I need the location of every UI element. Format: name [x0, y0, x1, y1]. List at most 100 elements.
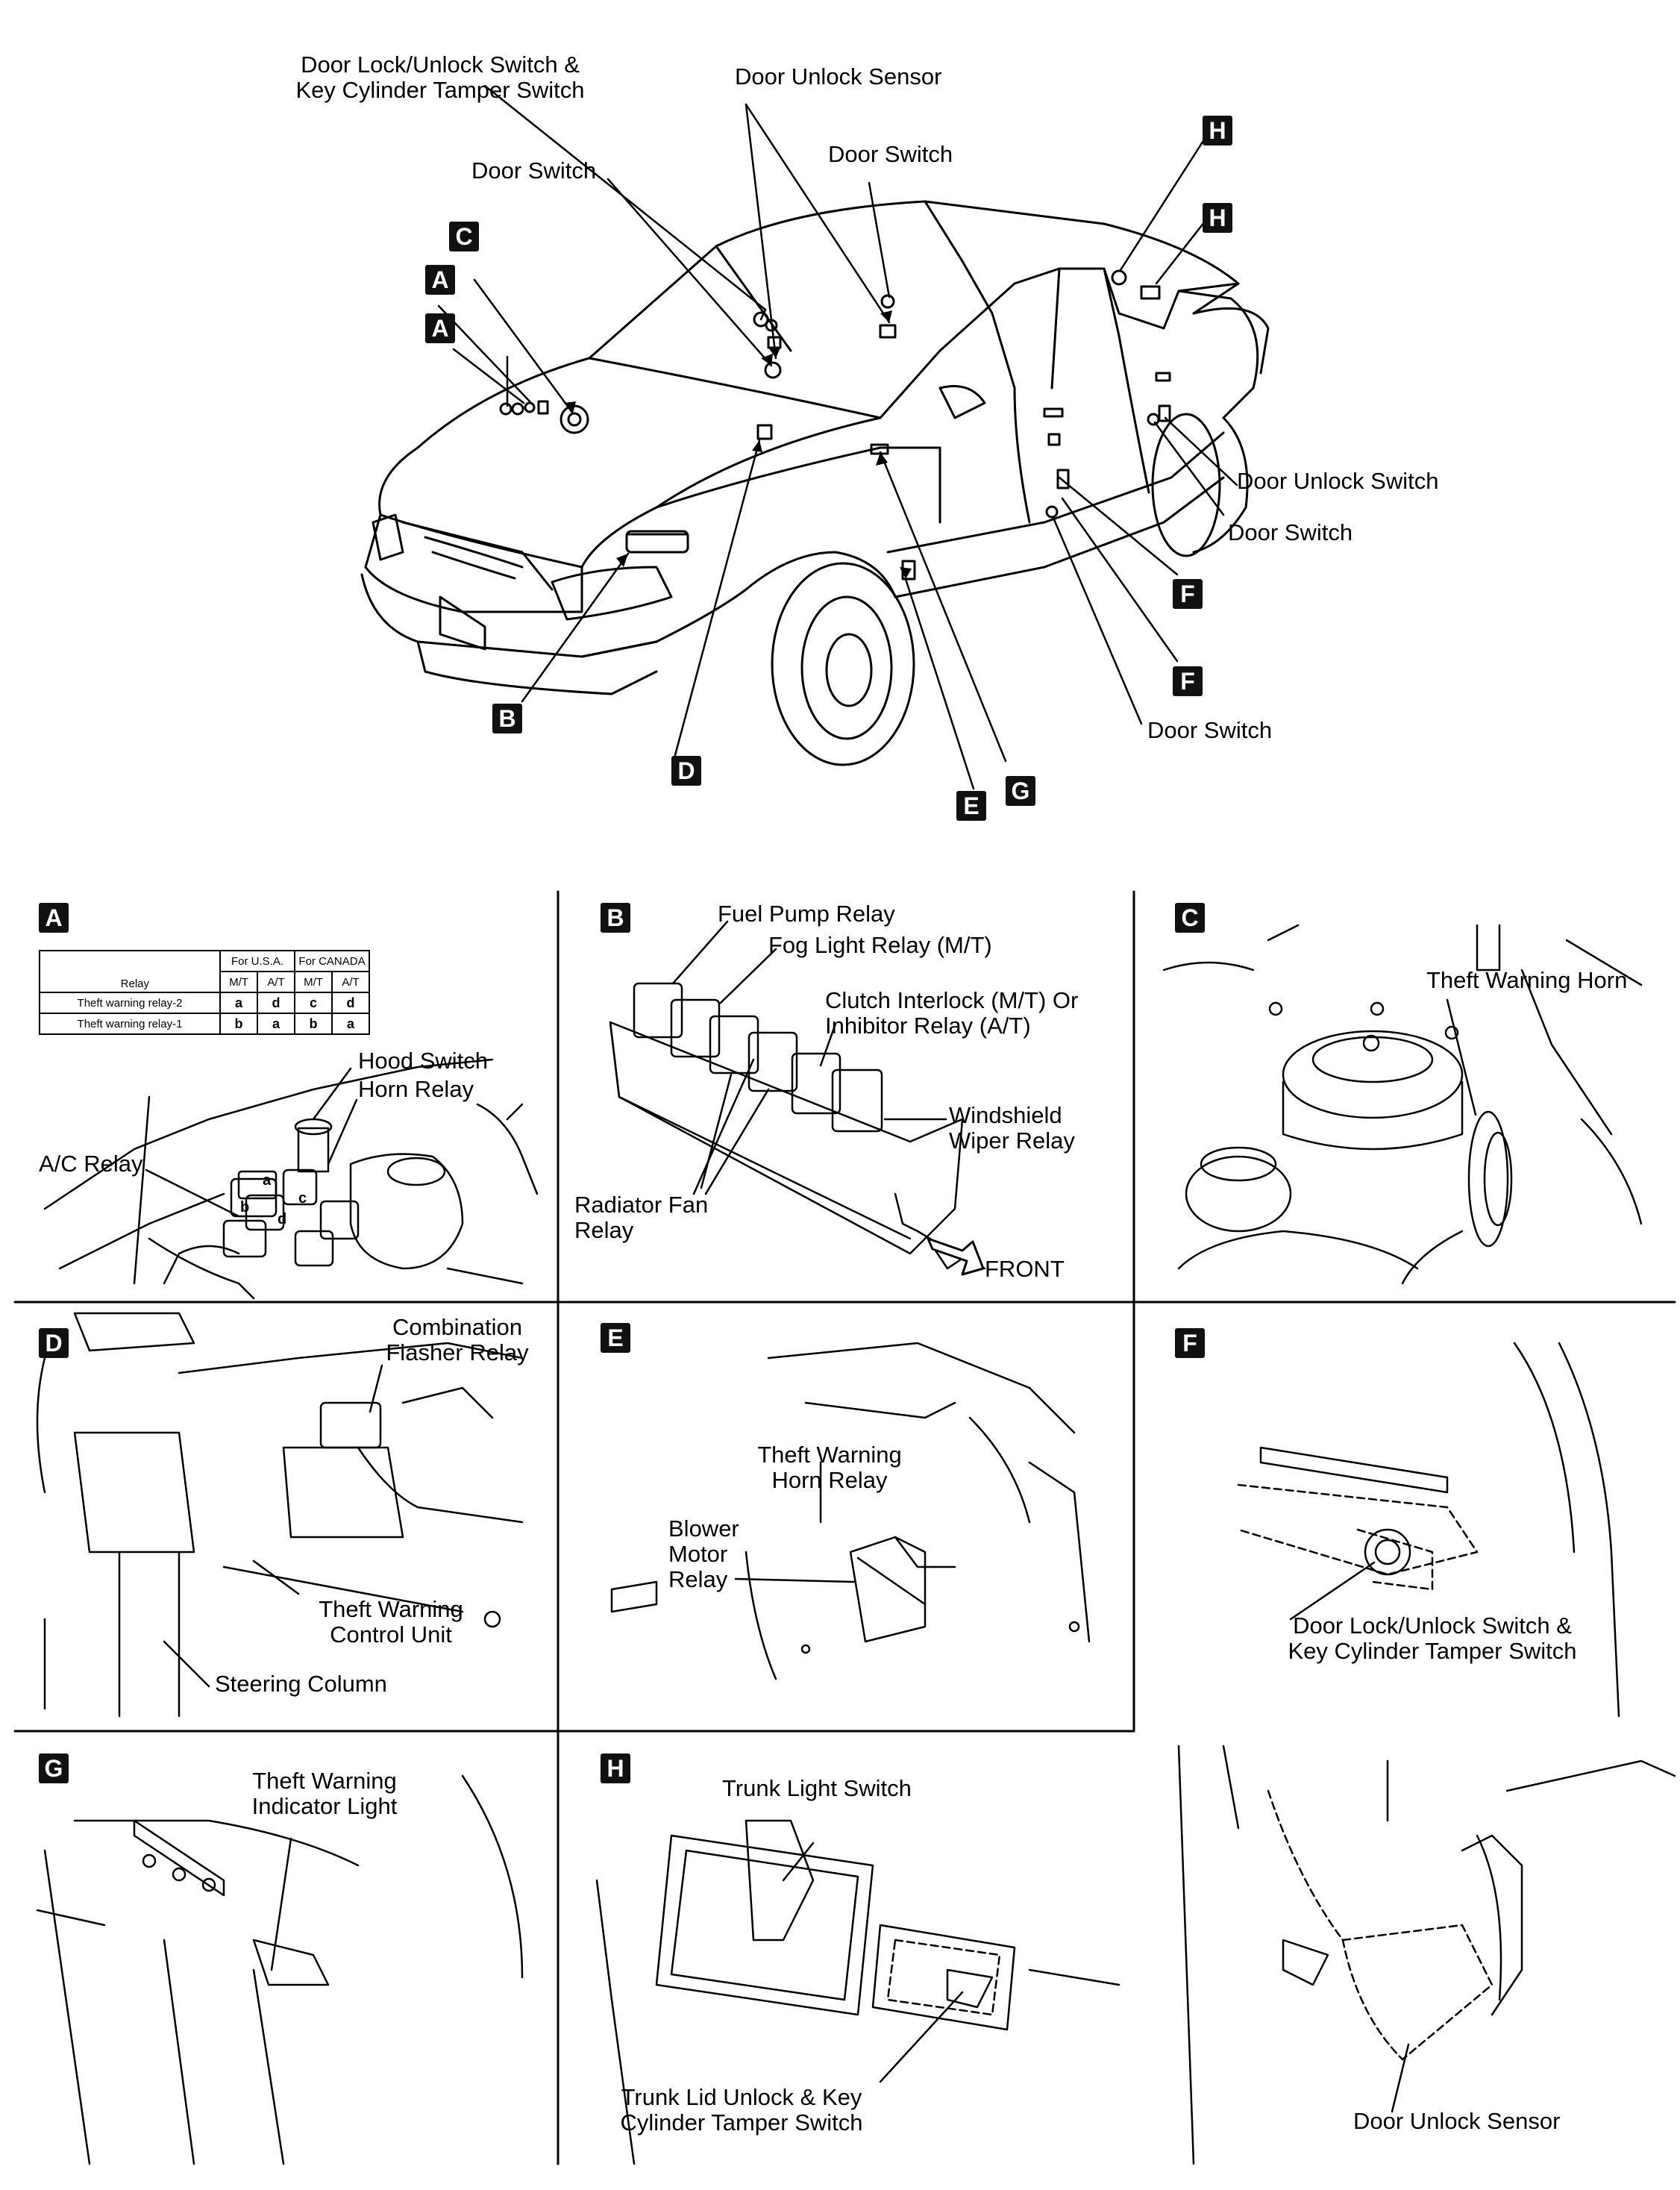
panel-e-leaders [734, 1557, 927, 1606]
label-trunk-lid-unlock: Trunk Lid Unlock & Key Cylinder Tamper S… [607, 2085, 876, 2136]
label-line: Horn Relay [771, 1467, 888, 1493]
sub-header: A/T [331, 971, 370, 993]
car-arrowheads [564, 310, 912, 579]
label-line: Theft Warning [319, 1596, 463, 1622]
label-theft-warning-indicator-light: Theft Warning Indicator Light [239, 1768, 410, 1819]
badge-h-top-2: H [1203, 203, 1232, 233]
table-cell: a [257, 1013, 295, 1035]
relay-header-label: Relay [120, 977, 149, 990]
label-hood-switch: Hood Switch [358, 1048, 489, 1074]
svg-text:c: c [298, 1190, 307, 1207]
panel-b-front-arrow [927, 1237, 985, 1276]
label-line: Radiator Fan [574, 1192, 709, 1218]
badge-f-top-1: F [1173, 579, 1203, 609]
panel-f-art [1237, 1342, 1620, 1718]
panel-c-leader [1446, 998, 1477, 1116]
label-line: Door Lock/Unlock Switch & [1293, 1612, 1572, 1639]
label-steering-column: Steering Column [215, 1671, 387, 1697]
table-cell: d [257, 992, 295, 1014]
label-door-switch-left: Door Switch [471, 157, 597, 184]
label-line: Inhibitor Relay (A/T) [825, 1013, 1031, 1039]
label-door-switch-right: Door Switch [1228, 519, 1353, 545]
canada-header: For CANADA [294, 950, 370, 972]
badge-a-panel: A [39, 903, 69, 933]
panel-c-art [1162, 924, 1643, 1285]
car-leader-lines [437, 84, 1238, 790]
panel-e-art [610, 1342, 1091, 1680]
badge-f-top-2: F [1173, 666, 1203, 696]
panel-a-art [43, 1058, 539, 1300]
relay-table: Relay For U.S.A. For CANADA M/T A/T M/T … [39, 950, 370, 1035]
label-fog-light-relay: Fog Light Relay (M/T) [768, 932, 992, 958]
badge-h-panel: H [601, 1753, 630, 1783]
label-door-unlock-sensor: Door Unlock Sensor [735, 63, 942, 90]
label-line: Wiper Relay [949, 1127, 1075, 1154]
badge-e-panel: E [601, 1323, 630, 1353]
label-theft-warning-horn-relay: Theft Warning Horn Relay [755, 1442, 904, 1493]
sub-header: A/T [257, 971, 295, 993]
panel-g-art [36, 1774, 524, 2165]
label-line: Combination [392, 1314, 523, 1340]
panel-b-leaders [671, 920, 947, 1195]
badge-b-panel: B [601, 903, 630, 933]
badge-d-top: D [671, 756, 701, 786]
label-blower-motor-relay: Blower Motor Relay [668, 1516, 739, 1592]
label-line: Windshield [949, 1102, 1062, 1128]
label-line: Flasher Relay [386, 1339, 529, 1365]
badge-h-top-1: H [1203, 116, 1232, 146]
label-f-door-lock-unlock-switch: Door Lock/Unlock Switch & Key Cylinder T… [1268, 1613, 1596, 1664]
car-illustration [360, 200, 1270, 766]
label-line: Theft Warning [252, 1768, 397, 1794]
panel-h-leaders [782, 1842, 964, 2083]
label-line: Key Cylinder Tamper Switch [1288, 1638, 1577, 1664]
badge-b-top: B [492, 704, 522, 733]
car-components [499, 269, 1171, 581]
row-name: Theft warning relay-1 [39, 1013, 221, 1035]
panel-a-letters: a b c d [240, 1172, 307, 1227]
label-front: FRONT [985, 1256, 1065, 1282]
label-radiator-fan-relay: Radiator Fan Relay [574, 1192, 708, 1243]
badge-g-top: G [1006, 776, 1035, 806]
panel-h-art [595, 1819, 1120, 2165]
table-cell: a [219, 992, 258, 1014]
panel-g-leader [270, 1837, 292, 1971]
sub-header: M/T [294, 971, 333, 993]
label-f-door-unlock-sensor: Door Unlock Sensor [1353, 2108, 1561, 2134]
label-fuel-pump-relay: Fuel Pump Relay [718, 901, 895, 927]
table-cell: b [219, 1013, 258, 1035]
label-door-switch-bottom: Door Switch [1147, 717, 1273, 743]
panel-grid [13, 890, 1676, 2165]
label-line: Clutch Interlock (M/T) Or [825, 987, 1079, 1013]
label-line: Door Lock/Unlock Switch & [301, 51, 580, 78]
panel-d-art [36, 1312, 524, 1718]
label-windshield-wiper-relay: Windshield Wiper Relay [949, 1103, 1075, 1154]
label-line: Theft Warning [757, 1442, 902, 1468]
label-line: Cylinder Tamper Switch [620, 2109, 863, 2136]
label-line: Key Cylinder Tamper Switch [295, 77, 585, 103]
label-line: Indicator Light [251, 1793, 398, 1819]
badge-c-top: C [449, 222, 479, 251]
label-trunk-light-switch: Trunk Light Switch [722, 1775, 912, 1801]
label-line: Relay [574, 1217, 634, 1243]
badge-a-top-1: A [425, 265, 455, 295]
row-name: Theft warning relay-2 [39, 992, 221, 1014]
usa-header: For U.S.A. [219, 950, 295, 972]
label-clutch-interlock: Clutch Interlock (M/T) Or Inhibitor Rela… [825, 988, 1078, 1039]
panel-a-leaders [145, 1067, 358, 1218]
label-combination-flasher-relay: Combination Flasher Relay [372, 1315, 543, 1365]
svg-text:d: d [278, 1211, 286, 1227]
badge-e-top: E [956, 791, 986, 821]
label-theft-warning-control-unit: Theft Warning Control Unit [301, 1597, 480, 1648]
panel-f-leader [1289, 1561, 1376, 1621]
label-door-switch-center: Door Switch [828, 141, 953, 167]
relay-header-cell: Relay [39, 950, 221, 993]
table-cell: b [294, 1013, 333, 1035]
table-cell: c [294, 992, 333, 1014]
panel-d-leaders [163, 1364, 383, 1688]
svg-text:a: a [263, 1172, 272, 1189]
label-door-unlock-switch: Door Unlock Switch [1237, 468, 1439, 494]
panel-f-lower-leader [1391, 2043, 1410, 2113]
table-cell: d [331, 992, 370, 1014]
badge-f-panel: F [1175, 1328, 1205, 1358]
